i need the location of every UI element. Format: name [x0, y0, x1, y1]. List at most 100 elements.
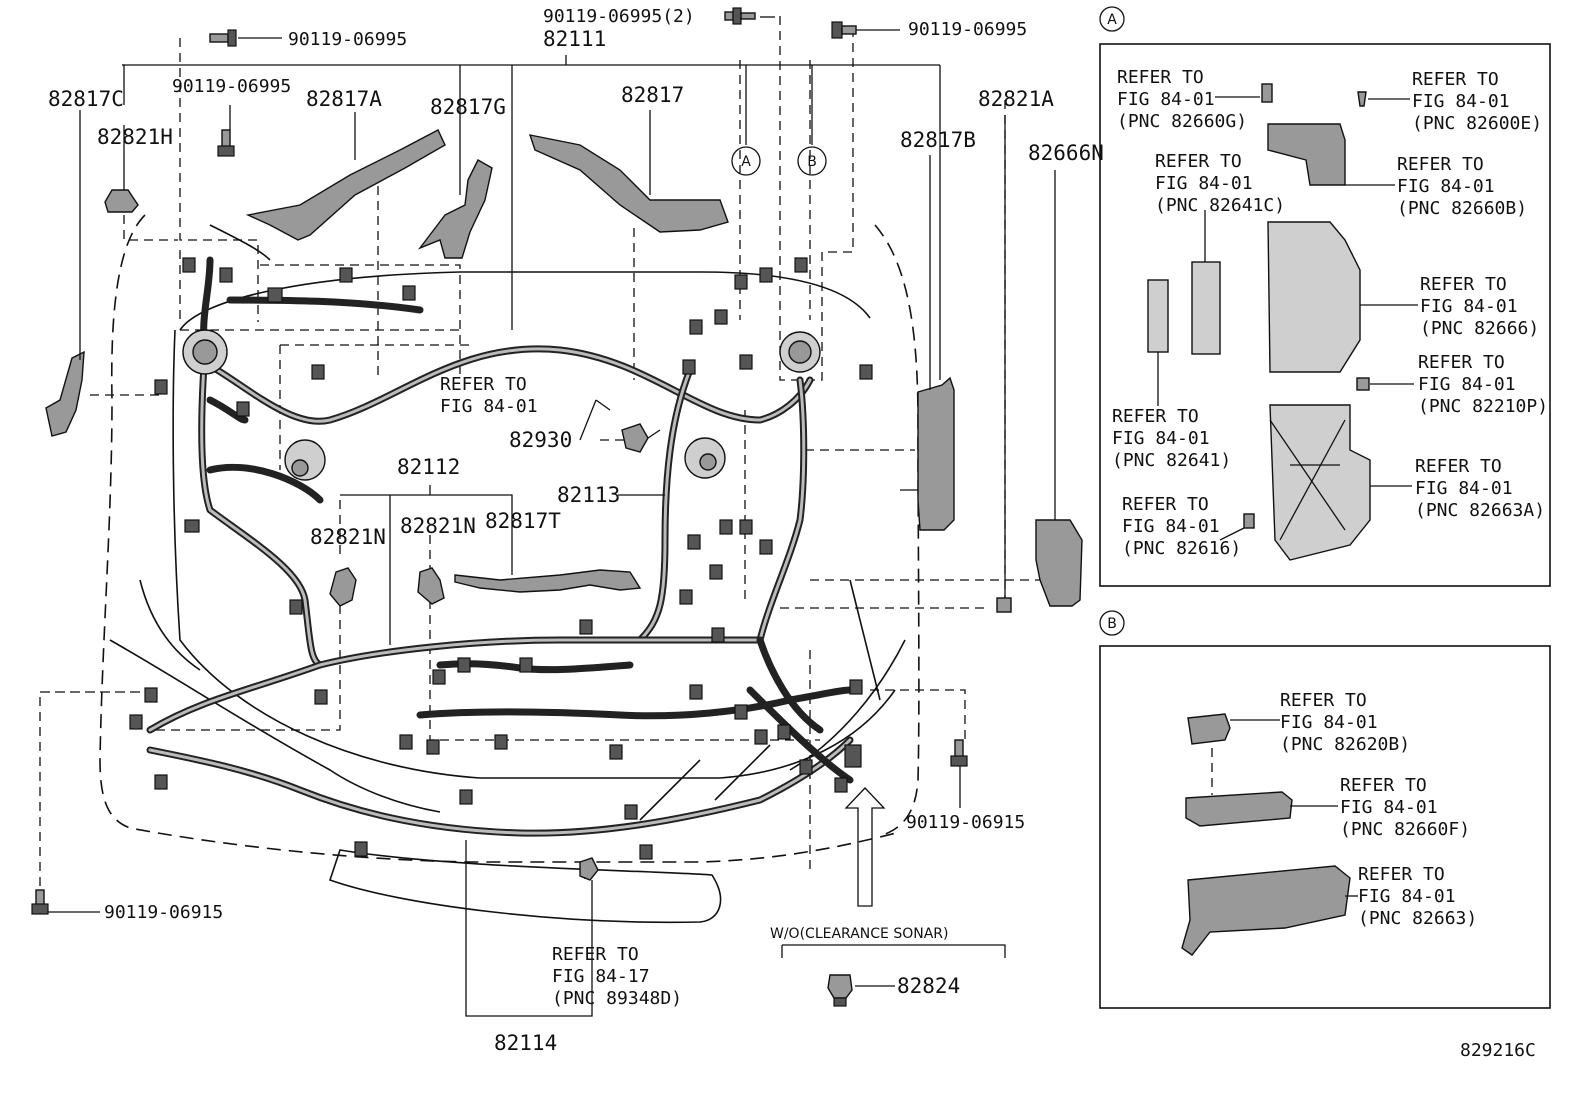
- clip-82821N-1: [329, 567, 357, 607]
- grommets: [182, 329, 821, 481]
- clip-82821A: [996, 597, 1012, 613]
- svg-text:(PNC 82666): (PNC 82666): [1420, 318, 1539, 339]
- bracket-82817C: [45, 350, 85, 437]
- part-label-82113: 82113: [557, 483, 620, 507]
- svg-text:FIG 84-01: FIG 84-01: [1412, 91, 1510, 112]
- svg-text:(PNC 82660B): (PNC 82660B): [1397, 198, 1527, 219]
- svg-text:(PNC 82660G): (PNC 82660G): [1117, 111, 1247, 132]
- svg-text:REFER TO: REFER TO: [1358, 864, 1445, 885]
- svg-text:FIG 84-01: FIG 84-01: [1420, 296, 1518, 317]
- part-label-82930: 82930: [509, 428, 572, 452]
- bolt-label-bottom-right: 90119-06915: [906, 812, 1025, 833]
- svg-text:REFER TO: REFER TO: [1397, 154, 1484, 175]
- part-labels: 90119-06995 90119-06995(2) 90119-06995 8…: [48, 6, 1536, 1061]
- bolt-label-top-right: 90119-06995: [908, 19, 1027, 40]
- svg-text:A: A: [741, 154, 751, 170]
- svg-text:FIG 84-01: FIG 84-01: [1418, 374, 1516, 395]
- svg-text:(PNC 82600E): (PNC 82600E): [1412, 113, 1542, 134]
- arrow-up-icon: [844, 787, 886, 907]
- svg-text:FIG 84-01: FIG 84-01: [1340, 797, 1438, 818]
- svg-text:REFER TO: REFER TO: [1112, 406, 1199, 427]
- part-label-82114: 82114: [494, 1031, 557, 1055]
- refer-main-2-l1: REFER TO: [552, 944, 639, 965]
- bracket-82817A: [245, 129, 446, 241]
- bolt-icon: [950, 739, 968, 767]
- bracket-82817G: [417, 159, 493, 259]
- svg-text:REFER TO: REFER TO: [1280, 690, 1367, 711]
- part-label-82817T: 82817T: [485, 509, 561, 533]
- part-label-82821N-1: 82821N: [310, 525, 386, 549]
- refer-main-2-l3: (PNC 89348D): [552, 988, 682, 1009]
- svg-text:REFER TO: REFER TO: [1122, 494, 1209, 515]
- svg-text:(PNC 82620B): (PNC 82620B): [1280, 734, 1410, 755]
- harness-82114: [146, 636, 854, 837]
- svg-text:FIG 84-01: FIG 84-01: [1358, 886, 1456, 907]
- protector-82817T: [454, 569, 642, 593]
- panel-B: B REFER TO FIG 84-01 (PNC 82620B) REFER …: [1099, 610, 1551, 1009]
- svg-text:FIG 84-01: FIG 84-01: [1397, 176, 1495, 197]
- part-label-82666N: 82666N: [1028, 141, 1104, 165]
- callout-B-main: B: [797, 146, 827, 176]
- part-label-82821N-2: 82821N: [400, 514, 476, 538]
- bolt-icon: [209, 29, 237, 47]
- harness-connectors: [129, 257, 873, 860]
- svg-text:FIG 84-01: FIG 84-01: [1122, 516, 1220, 537]
- leader-lines: [48, 16, 1056, 1017]
- bolt-label-top-left: 90119-06995: [288, 29, 407, 50]
- svg-text:(PNC 82663): (PNC 82663): [1358, 908, 1477, 929]
- panel-B-title: B: [1107, 616, 1117, 632]
- harness-82113: [636, 366, 694, 644]
- svg-text:(PNC 82641C): (PNC 82641C): [1155, 195, 1285, 216]
- vehicle-body-outline: [99, 214, 920, 924]
- bracket-82817: [528, 134, 729, 233]
- sensor-82930: [621, 423, 661, 453]
- part-label-82817A: 82817A: [306, 87, 382, 111]
- svg-text:(PNC 82210P): (PNC 82210P): [1418, 396, 1548, 417]
- clip-82821H: [104, 189, 139, 213]
- svg-text:REFER TO: REFER TO: [1418, 352, 1505, 373]
- block-82666N: [1035, 519, 1083, 607]
- bolt-label-left-mid: 90119-06995: [172, 76, 291, 97]
- part-label-82821A: 82821A: [978, 87, 1054, 111]
- callout-A-main: A: [731, 146, 761, 176]
- bolt-icon: [724, 7, 756, 25]
- svg-text:REFER TO: REFER TO: [1117, 67, 1204, 88]
- clip-82821N-2: [417, 567, 445, 605]
- svg-text:REFER TO: REFER TO: [1415, 456, 1502, 477]
- bolt-icon: [31, 889, 49, 915]
- svg-text:FIG 84-01: FIG 84-01: [1112, 428, 1210, 449]
- svg-text:(PNC 82663A): (PNC 82663A): [1415, 500, 1545, 521]
- svg-text:FIG 84-01: FIG 84-01: [1280, 712, 1378, 733]
- part-label-82824: 82824: [897, 974, 960, 998]
- protector-82817B: [917, 376, 955, 531]
- svg-text:(PNC 82616): (PNC 82616): [1122, 538, 1241, 559]
- svg-text:REFER TO: REFER TO: [1412, 69, 1499, 90]
- svg-text:REFER TO: REFER TO: [1340, 775, 1427, 796]
- svg-text:FIG 84-01: FIG 84-01: [1117, 89, 1215, 110]
- clip-82824: [827, 974, 853, 1007]
- svg-text:REFER TO: REFER TO: [1155, 151, 1242, 172]
- refer-main-1-l1: REFER TO: [440, 374, 527, 395]
- part-label-82817C: 82817C: [48, 87, 124, 111]
- svg-text:(PNC 82660F): (PNC 82660F): [1340, 819, 1470, 840]
- figure-code: 829216C: [1460, 1040, 1536, 1061]
- part-label-82112: 82112: [397, 455, 460, 479]
- svg-text:B: B: [807, 154, 817, 170]
- part-label-82817: 82817: [621, 83, 684, 107]
- part-label-82821H: 82821H: [97, 125, 173, 149]
- part-label-82111: 82111: [543, 27, 606, 51]
- svg-text:FIG 84-01: FIG 84-01: [1415, 478, 1513, 499]
- bolt-label-bottom-left: 90119-06915: [104, 902, 223, 923]
- clip-89348D: [579, 857, 599, 881]
- svg-text:(PNC 82641): (PNC 82641): [1112, 450, 1231, 471]
- part-label-82817G: 82817G: [430, 95, 506, 119]
- bolt-label-top-center: 90119-06995(2): [543, 6, 695, 27]
- refer-main-1-l2: FIG 84-01: [440, 396, 538, 417]
- svg-text:REFER TO: REFER TO: [1420, 274, 1507, 295]
- svg-text:FIG 84-01: FIG 84-01: [1155, 173, 1253, 194]
- part-label-82817B: 82817B: [900, 128, 976, 152]
- panel-A-title: A: [1107, 12, 1117, 28]
- refer-main-2-l2: FIG 84-17: [552, 966, 650, 987]
- wo-sonar-label: W/O(CLEARANCE SONAR): [770, 926, 948, 942]
